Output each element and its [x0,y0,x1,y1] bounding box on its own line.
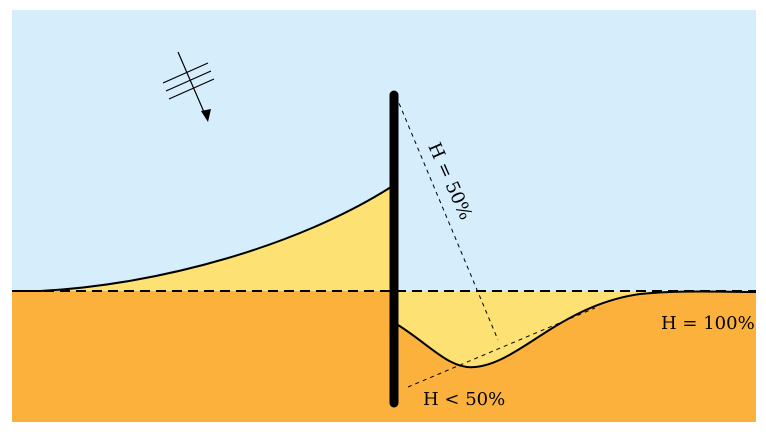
ground-region [12,291,756,422]
label-h-100: H = 100% [661,313,755,334]
label-h-less-50: H < 50% [423,389,505,410]
